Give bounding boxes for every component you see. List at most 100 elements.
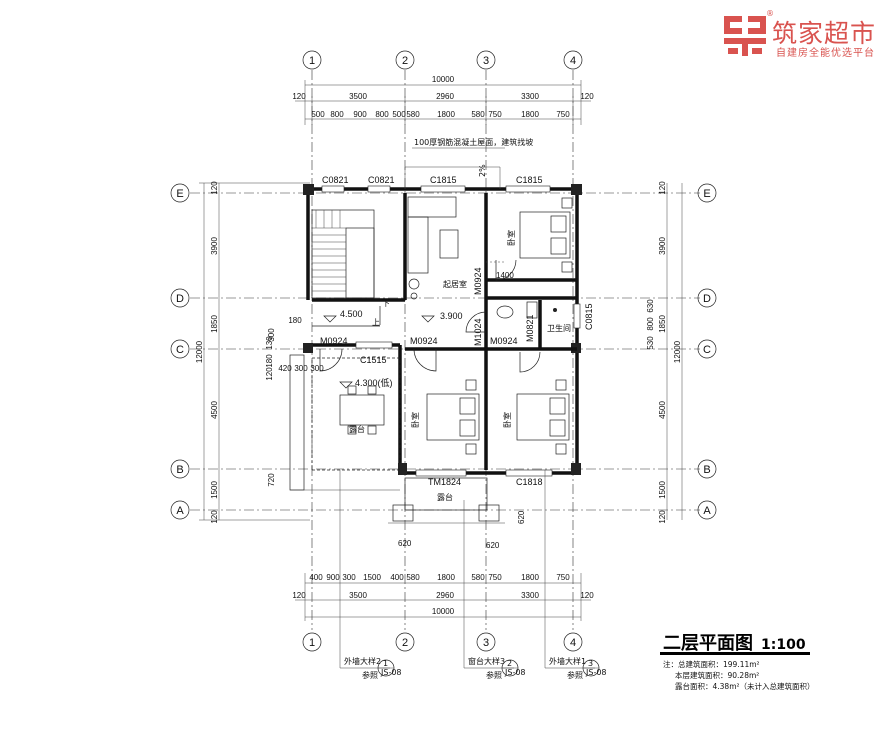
axis-label: 2 xyxy=(402,55,408,67)
axis-label: A xyxy=(703,505,711,517)
bed-mid-right xyxy=(516,379,570,455)
axis-bubbles-top: 1 2 3 4 xyxy=(302,50,583,70)
dim-text: 1800 xyxy=(437,573,455,582)
window-label: C1815 xyxy=(430,175,457,185)
staircase: 下 上 xyxy=(311,209,390,327)
brand-tagline: 自建房全能优选平台 xyxy=(776,48,875,59)
door-label: M0924 xyxy=(473,267,483,295)
dim-text: 3900 xyxy=(210,237,219,255)
bed-mid-left xyxy=(426,379,480,455)
dim-text: 120 xyxy=(210,510,219,524)
dim-text: 120 xyxy=(292,591,306,600)
axis-bubbles-right: E D C B A xyxy=(697,183,717,520)
drawing-title: 二层平面图 1:100 xyxy=(663,629,806,655)
level-marks: 4.500 3.900 4.300(低) xyxy=(323,309,463,389)
axis-label: 1 xyxy=(309,55,315,67)
dim-text: 1850 xyxy=(210,315,219,333)
door-swings xyxy=(319,259,541,373)
note-line: 注：总建筑面积：199.11m² xyxy=(663,660,760,669)
dim-text: 180 xyxy=(265,354,274,368)
dim-text: 12000 xyxy=(673,340,682,363)
detail-ref-code: JS-08 xyxy=(504,668,526,677)
bed-top-right xyxy=(519,197,573,273)
window-label: C0821 xyxy=(368,175,395,185)
door-label: M0924 xyxy=(320,336,348,346)
note-line: 本层建筑面积：90.28m² xyxy=(675,671,760,680)
dim-text: 3900 xyxy=(658,237,667,255)
axis-label: B xyxy=(176,464,183,476)
axis-label: D xyxy=(703,293,711,305)
drawing-scale: 1:100 xyxy=(761,637,806,653)
door-label: M0924 xyxy=(410,336,438,346)
dim-text: 420 xyxy=(278,364,292,373)
bathroom-fixtures xyxy=(496,301,557,319)
window-label: C0821 xyxy=(322,175,349,185)
axis-label: 3 xyxy=(483,637,489,649)
detail-ref-num: 2 xyxy=(507,659,512,668)
axis-label: 1 xyxy=(309,637,315,649)
area-notes: 注：总建筑面积：199.11m² 本层建筑面积：90.28m² 露台面积：4.3… xyxy=(663,659,815,692)
axis-label: E xyxy=(176,188,183,200)
dimension-top: 10000 120 3500 2960 3300 120 500 800 900… xyxy=(292,75,594,125)
detail-ref-text: 外墙大样1 xyxy=(549,656,586,666)
window-openings xyxy=(321,185,581,477)
dimension-left: 12000 120 3900 1850 4500 1500 120 180 13… xyxy=(195,181,324,524)
dim-text: 3300 xyxy=(521,591,539,600)
brand-logo: ® 筑家超市 自建房全能优选平台 xyxy=(722,9,891,62)
door-labels: M0924 M0924 M1024 M0924 M0924 M0821 xyxy=(320,267,535,346)
dim-text: 3300 xyxy=(521,92,539,101)
misc-annotations: 100厚钢筋混凝土屋面，建筑找坡 2% 620 620 1400 620 xyxy=(398,137,533,550)
detail-ref-sub: 参照 xyxy=(567,670,583,680)
living-fixtures xyxy=(404,166,501,300)
room-label: 露台 xyxy=(349,424,365,434)
axis-label: D xyxy=(176,293,184,305)
dim-text: 120 xyxy=(292,92,306,101)
terrace-left xyxy=(289,354,401,491)
dim-text: 400 xyxy=(390,573,404,582)
dim-text: 300 xyxy=(294,364,308,373)
brand-mark-icon xyxy=(724,16,766,56)
dim-text: 720 xyxy=(267,473,276,487)
dim-text: 400 xyxy=(309,573,323,582)
dim-text: 10000 xyxy=(432,75,455,84)
dim-text: 1400 xyxy=(496,271,514,280)
dim-text: 1500 xyxy=(363,573,381,582)
dim-text: 3500 xyxy=(349,591,367,600)
dim-text: 580 xyxy=(406,110,420,119)
dim-text: 300 xyxy=(310,364,324,373)
dim-text: 3500 xyxy=(349,92,367,101)
dim-text: 620 xyxy=(398,539,412,548)
axis-label: B xyxy=(703,464,710,476)
dim-text: 580 xyxy=(471,110,485,119)
dim-text: 1800 xyxy=(521,573,539,582)
door-label: M1024 xyxy=(473,318,483,346)
axis-label: 2 xyxy=(402,637,408,649)
room-label: 露台 xyxy=(437,492,453,502)
level-label: 4.500 xyxy=(340,309,363,319)
dim-text: 120 xyxy=(580,92,594,101)
dimension-bottom: 400 900 300 1500 400 580 1800 580 750 18… xyxy=(292,573,594,621)
axis-grid-horizontal xyxy=(190,192,700,511)
detail-ref-text: 窗台大样3 xyxy=(468,656,505,666)
dim-text: 750 xyxy=(488,573,502,582)
slope-note: 2% xyxy=(478,164,487,177)
window-label: TM1824 xyxy=(428,477,461,487)
dim-text: 620 xyxy=(486,541,500,550)
axis-bubbles-left: E D C B A xyxy=(170,183,190,520)
drawing-title-text: 二层平面图 xyxy=(663,633,753,654)
dim-text: 580 xyxy=(406,573,420,582)
dim-text: 1800 xyxy=(521,110,539,119)
axis-label: E xyxy=(703,188,710,200)
detail-ref-sub: 参照 xyxy=(486,670,502,680)
axis-bubbles-bottom: 1 2 3 4 xyxy=(302,632,583,652)
dimension-right: 120 3900 1850 4500 1500 120 12000 630 80… xyxy=(646,181,683,524)
dim-text: 800 xyxy=(375,110,389,119)
room-label: 卧室 xyxy=(410,412,420,428)
axis-label: C xyxy=(176,344,184,356)
window-label: C0815 xyxy=(584,303,594,330)
dim-text: 750 xyxy=(556,573,570,582)
dim-text: 120 xyxy=(580,591,594,600)
dim-text: 630 xyxy=(646,299,655,313)
